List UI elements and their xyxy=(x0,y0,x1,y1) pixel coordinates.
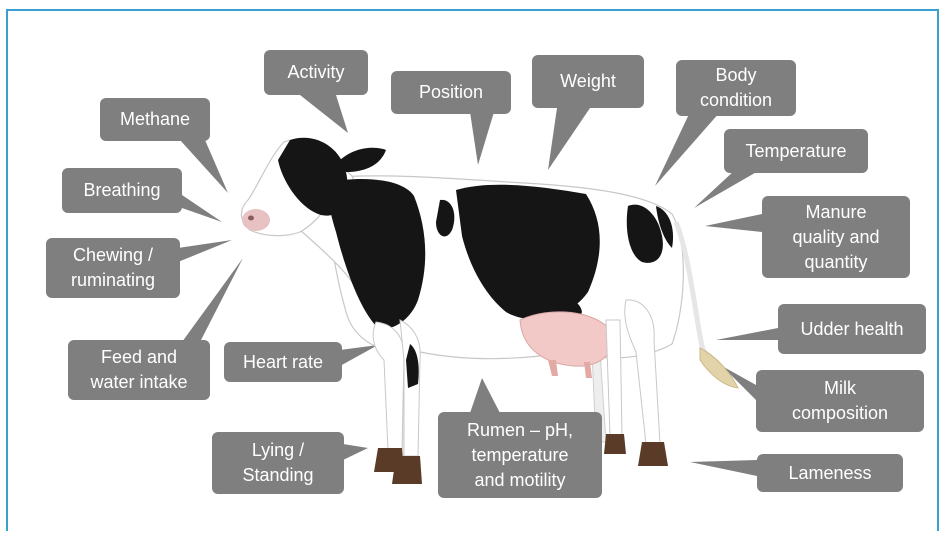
pointer-chewing xyxy=(178,240,232,262)
pointer-activity xyxy=(300,95,348,133)
callout-heart-rate: Heart rate xyxy=(224,342,342,382)
pointer-manure xyxy=(705,214,762,232)
callout-body-condition: Body condition xyxy=(676,60,796,116)
pointer-weight xyxy=(548,108,590,170)
pointer-methane xyxy=(180,140,228,193)
callout-position: Position xyxy=(391,71,511,114)
callout-temperature: Temperature xyxy=(724,129,868,173)
pointer-breathing xyxy=(182,195,222,222)
callout-lying-standing: Lying / Standing xyxy=(212,432,344,494)
callout-activity: Activity xyxy=(264,50,368,95)
pointer-lameness xyxy=(690,460,757,476)
callout-manure: Manure quality and quantity xyxy=(762,196,910,278)
pointer-temperature xyxy=(694,170,760,208)
callout-weight: Weight xyxy=(532,55,644,108)
callout-lameness: Lameness xyxy=(757,454,903,492)
callout-milk-composition: Milk composition xyxy=(756,370,924,432)
callout-udder-health: Udder health xyxy=(778,304,926,354)
pointer-rumen xyxy=(470,378,500,413)
pointer-body-condition xyxy=(655,112,720,186)
callout-rumen: Rumen – pH, temperature and motility xyxy=(438,412,602,498)
callout-methane: Methane xyxy=(100,98,210,141)
pointer-udder xyxy=(716,328,778,340)
callout-feed: Feed and water intake xyxy=(68,340,210,400)
pointer-position xyxy=(470,112,494,165)
callout-breathing: Breathing xyxy=(62,168,182,213)
callout-chewing: Chewing / ruminating xyxy=(46,238,180,298)
pointer-feed xyxy=(182,258,243,342)
pointer-heart-rate xyxy=(340,345,378,366)
pointer-lying xyxy=(343,444,368,460)
